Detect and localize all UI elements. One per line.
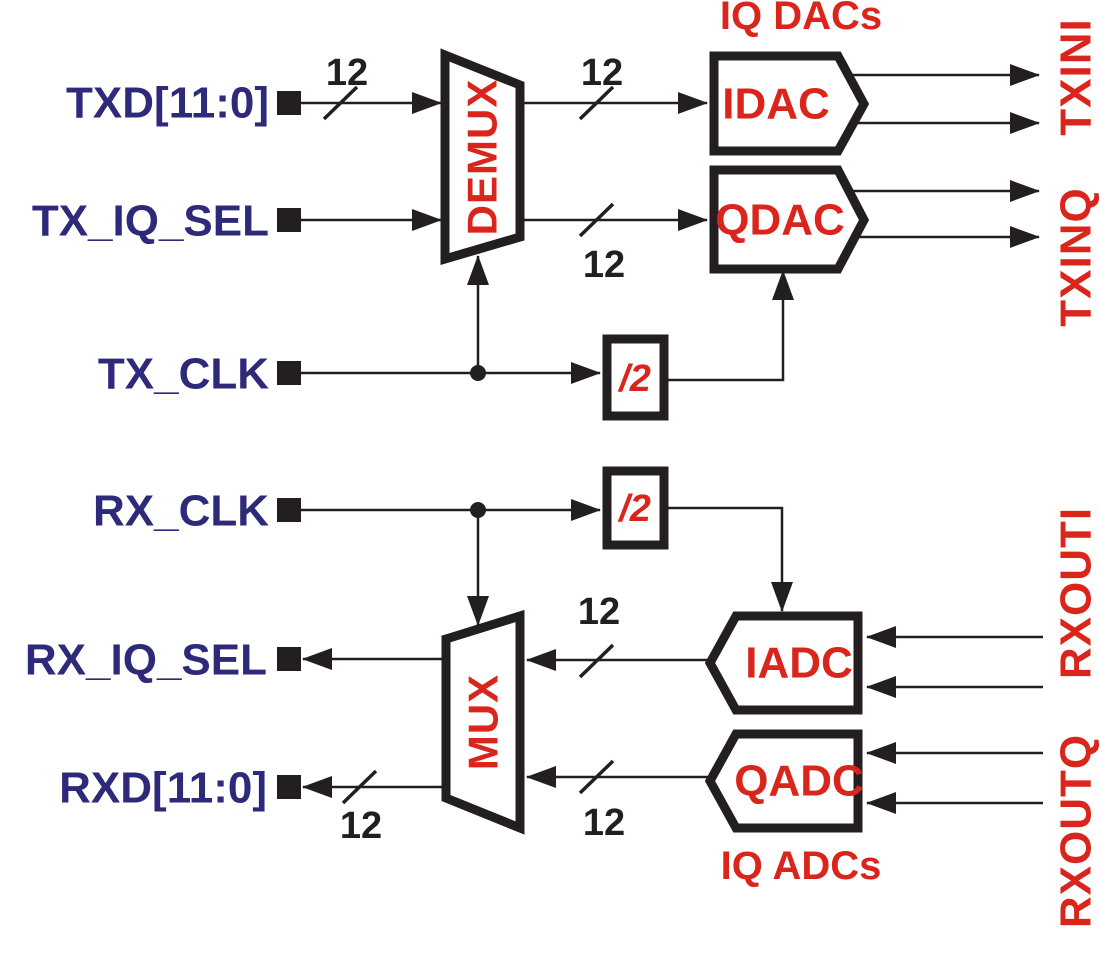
rxouti-signal-label: RXOUTI [1052,507,1100,679]
bus-width-label-demux-qdac: 12 [583,244,625,286]
iq-adcs-group-label: IQ ADCs [721,844,882,888]
mux-label: MUX [460,674,507,770]
rx-divider-label: /2 [617,488,651,530]
rxd-pad [277,775,301,799]
bus-width-label-demux-idac: 12 [581,52,623,94]
rxoutq-signal-label: RXOUTQ [1052,734,1100,928]
tx-clk-pad [277,361,301,385]
qadc-label: QADC [734,757,864,806]
iadc-label: IADC [745,639,853,688]
wire-divider-to-qdac-clk [666,271,783,380]
bus-width-label-mux-rxd: 12 [340,805,382,847]
txd-pad [277,91,301,115]
txinq-signal-label: TXINQ [1052,187,1100,326]
demux-label: DEMUX [459,79,506,236]
rx-iq-sel-port-label: RX_IQ_SEL [25,636,267,685]
tx-divider-label: /2 [617,358,651,400]
txd-port-label: TXD[11:0] [66,79,269,128]
tx-iq-sel-pad [277,208,301,232]
wire-divider-to-iadc-clk [666,508,782,611]
iq-dacs-group-label: IQ DACs [720,0,882,38]
bus-width-label-qadc-mux: 12 [583,802,625,844]
rxd-port-label: RXD[11:0] [59,764,267,813]
bus-width-label-iadc-mux: 12 [578,591,620,633]
tx-iq-sel-port-label: TX_IQ_SEL [32,197,269,246]
tx-clk-port-label: TX_CLK [98,350,269,399]
rx-clk-pad [277,498,301,522]
rx-iq-sel-pad [277,647,301,671]
txini-signal-label: TXINI [1052,18,1100,135]
idac-label: IDAC [722,80,830,129]
qdac-label: QDAC [715,196,845,245]
rx-clk-port-label: RX_CLK [93,487,269,536]
bus-width-label-txd: 12 [326,52,368,94]
